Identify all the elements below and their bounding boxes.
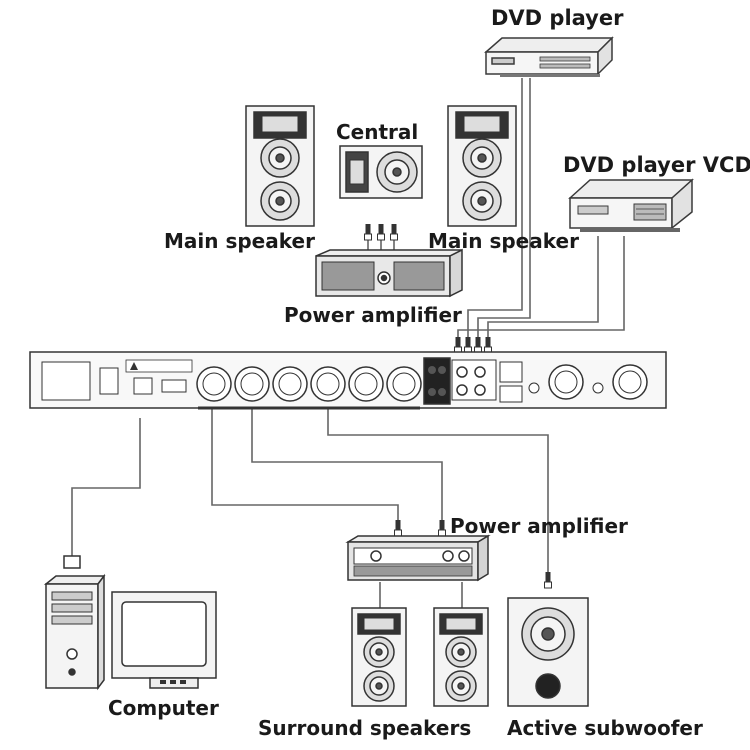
cable-surround-l [211, 405, 399, 528]
label-power-amplifier-bottom: Power amplifier [450, 514, 628, 538]
label-computer: Computer [108, 696, 219, 720]
cable-computer [71, 418, 141, 560]
power-amplifier-top [315, 248, 463, 298]
cable-subwoofer [327, 405, 549, 580]
central-speaker [339, 145, 423, 199]
label-dvd-player: DVD player [491, 6, 624, 30]
label-power-amplifier-top: Power amplifier [284, 303, 462, 327]
dvd-vcd-device [568, 178, 694, 232]
power-amplifier-bottom [345, 534, 491, 582]
active-subwoofer [507, 597, 589, 707]
label-main-speaker-right: Main speaker [428, 229, 579, 253]
main-speaker-left [245, 105, 315, 227]
surround-speaker-left [351, 607, 407, 707]
cable-surround-r [251, 405, 443, 528]
cable-dvd-player [467, 78, 523, 345]
cable-dvd-player-2 [477, 78, 531, 345]
label-active-subwoofer: Active subwoofer [507, 716, 703, 740]
main-speaker-right [447, 105, 517, 227]
label-central: Central [336, 120, 419, 144]
dvd-player-device [484, 36, 614, 77]
label-main-speaker-left: Main speaker [164, 229, 315, 253]
label-dvd-player-vcd: DVD player VCD [563, 153, 750, 177]
label-surround-speakers: Surround speakers [258, 716, 472, 740]
surround-speaker-right [433, 607, 489, 707]
computer-device [43, 555, 217, 691]
processor-unit [29, 351, 667, 410]
cable-dvd-vcd [487, 236, 599, 345]
